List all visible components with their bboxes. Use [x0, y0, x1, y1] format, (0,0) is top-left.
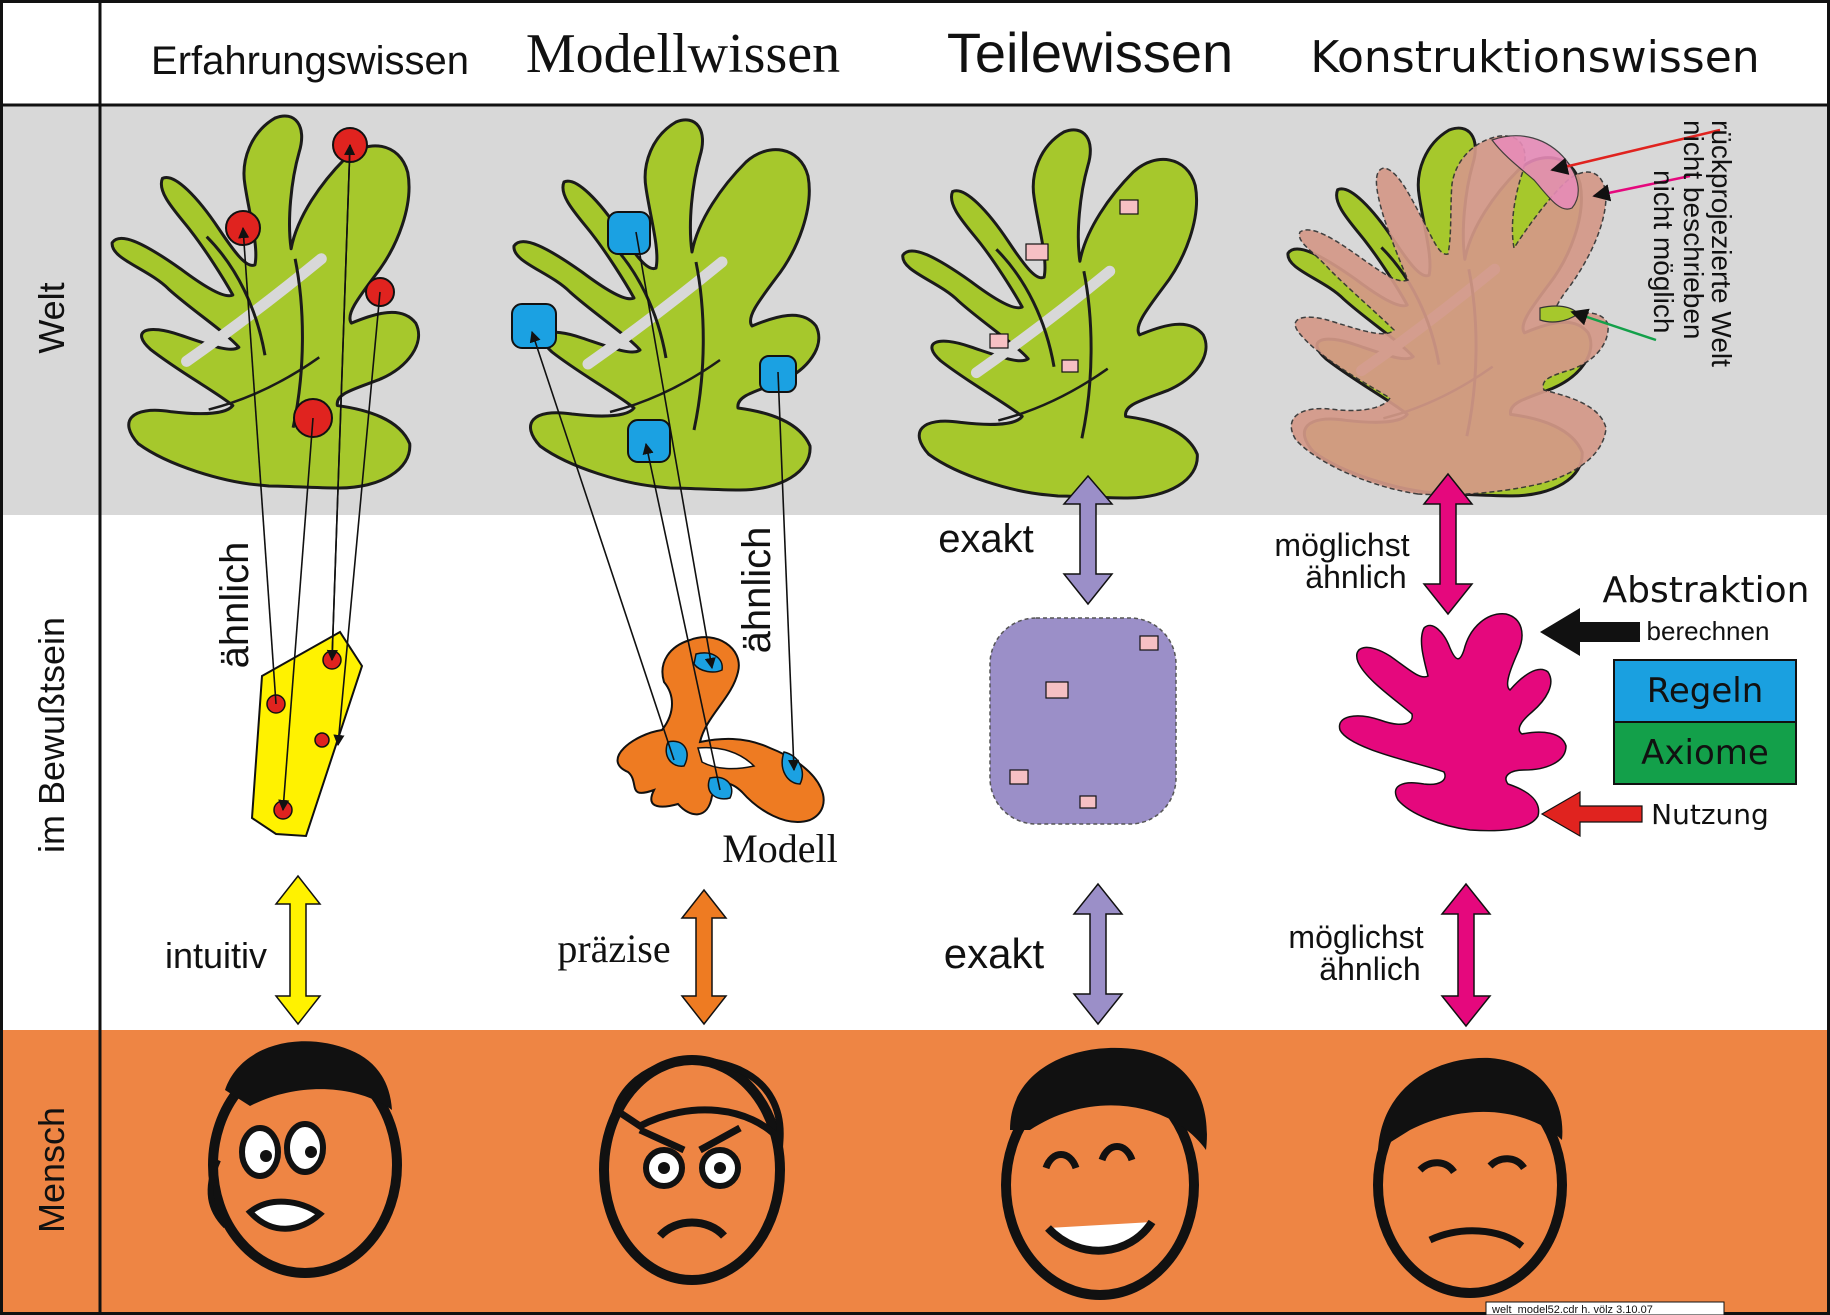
label-exact-top: exakt: [938, 517, 1034, 561]
row-label-human: Mensch: [31, 1107, 72, 1233]
row-label-world: Welt: [31, 282, 72, 353]
label-similar-experience: ähnlich: [213, 542, 257, 669]
parts-point: [1120, 200, 1138, 214]
label-intuitive: intuitiv: [165, 935, 267, 976]
parts-mind-point: [1010, 770, 1028, 784]
column-title-construction: Konstruktionswissen: [1310, 32, 1759, 83]
parts-point: [990, 334, 1008, 348]
footer-credit: welt_model52.cdr h. völz 3.10.07: [1491, 1304, 1653, 1315]
experience-mind-point: [315, 733, 329, 747]
parts-point: [1062, 360, 1078, 372]
label-possibly-top-1: möglichst: [1274, 527, 1409, 563]
model-point: [512, 304, 556, 348]
label-compute: berechnen: [1647, 616, 1770, 646]
label-abstraction: Abstraktion: [1602, 570, 1809, 611]
label-axioms: Axiome: [1641, 733, 1769, 773]
row-label-mind: im Bewußtsein: [31, 617, 72, 853]
label-similar-model: ähnlich: [735, 527, 779, 654]
column-title-model: Modellwissen: [526, 23, 840, 85]
legend-backprojected: rückprojezierte Welt: [1706, 120, 1737, 367]
label-model: Modell: [722, 826, 838, 871]
face-experience: [211, 1041, 397, 1273]
label-possibly-bottom-1: möglichst: [1288, 919, 1423, 955]
model-point: [608, 212, 650, 254]
label-possibly-top-2: ähnlich: [1305, 559, 1406, 595]
label-usage: Nutzung: [1651, 798, 1769, 831]
label-exact-bottom: exakt: [944, 930, 1045, 977]
legend-undescribed: nicht beschrieben: [1678, 120, 1709, 339]
parts-mind-point: [1140, 636, 1158, 650]
parts-point: [1026, 244, 1048, 260]
label-precise: präzise: [557, 926, 670, 971]
face-model: [604, 1060, 780, 1280]
label-possibly-bottom-2: ähnlich: [1319, 951, 1420, 987]
legend-impossible: nicht möglich: [1648, 170, 1679, 333]
parts-mind-point: [1080, 796, 1096, 808]
column-title-parts: Teilewissen: [947, 21, 1233, 84]
label-rules: Regeln: [1647, 671, 1764, 711]
parts-mind-point: [1046, 682, 1068, 698]
column-title-experience: Erfahrungswissen: [151, 39, 469, 83]
face-construction: [1378, 1058, 1562, 1293]
